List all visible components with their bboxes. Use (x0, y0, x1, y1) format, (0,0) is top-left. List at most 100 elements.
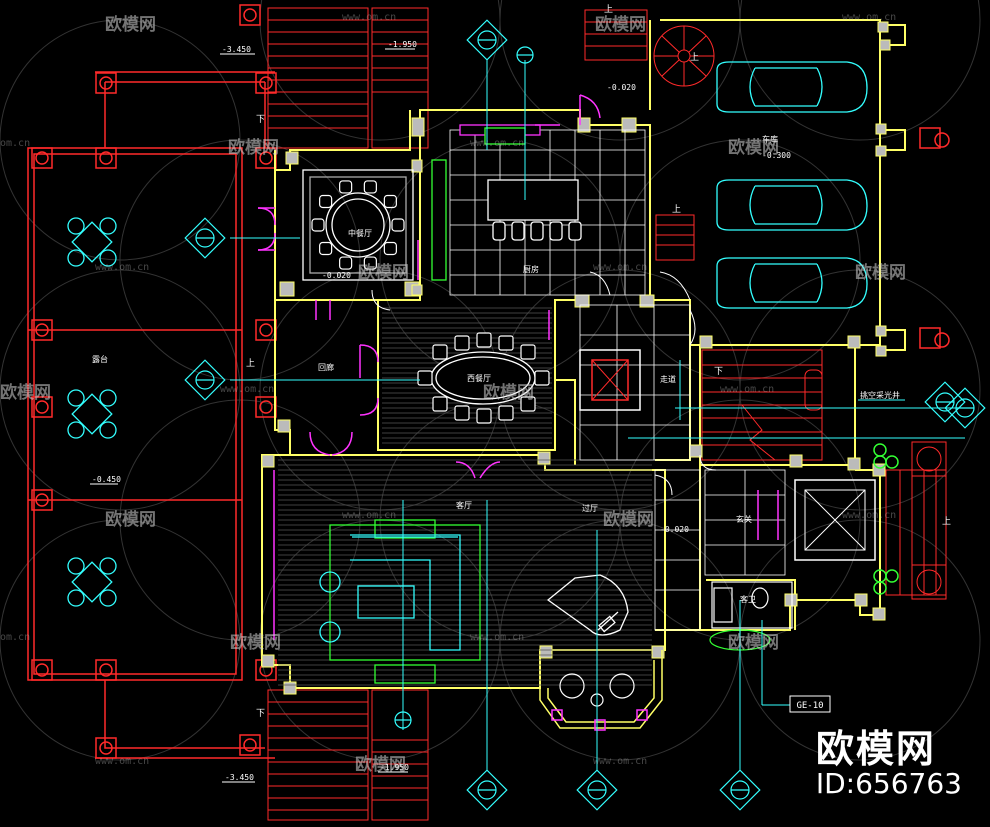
chinese-dining-table (302, 169, 414, 281)
label-foyer: 过厅 (582, 503, 598, 513)
watermark-8: 欧模网 (483, 383, 534, 403)
brand-name: 欧模网 (815, 727, 936, 771)
mark-down-top: 下 (256, 115, 265, 125)
axis-head-1 (516, 46, 534, 64)
label-garage: 车库 (762, 134, 778, 144)
living-floor-hatch (278, 459, 652, 686)
watermark-url-5: www.om.cn (95, 262, 150, 273)
label-chinese-dining: 中餐厅 (348, 228, 372, 238)
watermark-url-11: om.cn (0, 632, 31, 643)
kitchen-island (431, 124, 582, 281)
axis-head-2 (394, 711, 412, 729)
watermark-13: 欧模网 (355, 755, 406, 775)
level-bottom-mid: -1.950 (380, 763, 409, 772)
car-1 (716, 61, 868, 113)
level-garage: -0.300 (762, 151, 791, 160)
label-skylight: 挑空采光井 (860, 390, 900, 400)
hallway-tiles (579, 304, 786, 631)
terrace-table-sets (67, 217, 117, 607)
axis-lines (230, 60, 965, 770)
watermark-7: 欧模网 (0, 383, 51, 403)
watermark-4: 欧模网 (728, 138, 779, 158)
section-marker-8 (924, 381, 966, 423)
car-3 (716, 257, 868, 309)
mark-down-bottom: 下 (256, 709, 265, 719)
doors (257, 94, 779, 640)
level-labels: -3.450 -1.950 -0.020 -0.300 -0.020 -0.45… (90, 40, 791, 783)
section-markers (184, 19, 986, 811)
label-terrace: 露台 (92, 354, 108, 364)
brand-id: ID:656763 (815, 767, 962, 800)
plant-pots (873, 443, 899, 595)
level-top-mid: -1.950 (388, 40, 417, 49)
label-western-dining: 西餐厅 (467, 374, 491, 383)
mark-up-service: 上 (672, 204, 681, 215)
watermark-url-4: www.om.cn (470, 138, 525, 149)
watermark-url-8: www.om.cn (720, 384, 775, 395)
label-toilet: 客卫 (740, 594, 756, 604)
watermark-url-1: www.om.cn (342, 12, 397, 23)
watermark-9: 欧模网 (105, 510, 156, 530)
section-marker-3 (184, 359, 226, 401)
watermark-url-9: www.om.cn (342, 510, 397, 521)
living-sofa-set (319, 519, 481, 684)
watermark-url-7: www.om.cn (220, 384, 275, 395)
section-marker-4 (466, 769, 508, 811)
terrace-outline (27, 71, 275, 759)
western-dining-table (430, 351, 536, 405)
watermark-url-3: om.cn (0, 138, 31, 149)
tag-label: GE-10 (796, 701, 823, 711)
entrance-stairs (885, 441, 947, 600)
watermark-3: 欧模网 (228, 138, 279, 158)
car-2 (716, 179, 868, 231)
bay-window (539, 650, 663, 731)
watermark-url-13: www.om.cn (95, 756, 150, 767)
section-marker-6 (719, 769, 761, 811)
label-living: 客厅 (456, 500, 472, 510)
mark-up-top: 上 (604, 4, 613, 15)
watermark-url-14: www.om.cn (593, 756, 648, 767)
elevators (579, 349, 876, 561)
level-terrace: -0.450 (92, 475, 121, 484)
room-labels: 中餐厅 厨房 西餐厅 回廊 露台 客厅 过厅 走道 玄关 客卫 车库 挑空采光井 (92, 134, 900, 604)
core-stair (701, 349, 823, 461)
level-dining: -0.020 (322, 271, 351, 280)
section-marker-2 (184, 217, 226, 259)
terrace-set-1 (67, 217, 117, 267)
stair-marks: 下 上 上 上 上 下 上 下 (246, 4, 951, 719)
label-corridor: 回廊 (318, 362, 334, 372)
round-table-chairs (311, 180, 405, 270)
mark-up-corridor: 上 (246, 358, 255, 369)
watermark-url-10: www.om.cn (842, 510, 897, 521)
terrace-columns (31, 4, 950, 759)
oval-table-chairs (417, 332, 550, 424)
level-service: -0.020 (607, 83, 636, 92)
terrace-set-3 (67, 557, 117, 607)
grand-piano (546, 574, 629, 636)
level-bottom-left: -3.450 (225, 773, 254, 782)
watermark-1: 欧模网 (105, 15, 156, 35)
watermark-url-6: www.om.cn (593, 262, 648, 273)
watermark-url-12: www.om.cn (470, 632, 525, 643)
watermark-url-2: www.om.cn (842, 12, 897, 23)
watermark-6: 欧模网 (855, 263, 906, 283)
label-hallway: 走道 (660, 374, 676, 384)
garage-cars (716, 61, 868, 309)
top-stairs (267, 7, 429, 149)
spiral-stair (584, 9, 715, 261)
watermark-11: 欧模网 (230, 633, 281, 653)
label-entry: 玄关 (736, 514, 752, 524)
bottom-stairs (267, 689, 429, 821)
tag-box (789, 695, 831, 713)
section-marker-1 (466, 19, 508, 61)
watermark-12: 欧模网 (728, 633, 779, 653)
door-swings (371, 271, 717, 496)
section-marker-5 (576, 769, 618, 811)
mark-up-spiral: 上 (690, 52, 699, 63)
watermark-5: 欧模网 (358, 263, 409, 283)
mark-down-core: 下 (714, 367, 723, 377)
label-kitchen: 厨房 (523, 264, 539, 274)
mark-up-entrance: 上 (942, 516, 951, 527)
terrace-set-2 (67, 389, 117, 439)
